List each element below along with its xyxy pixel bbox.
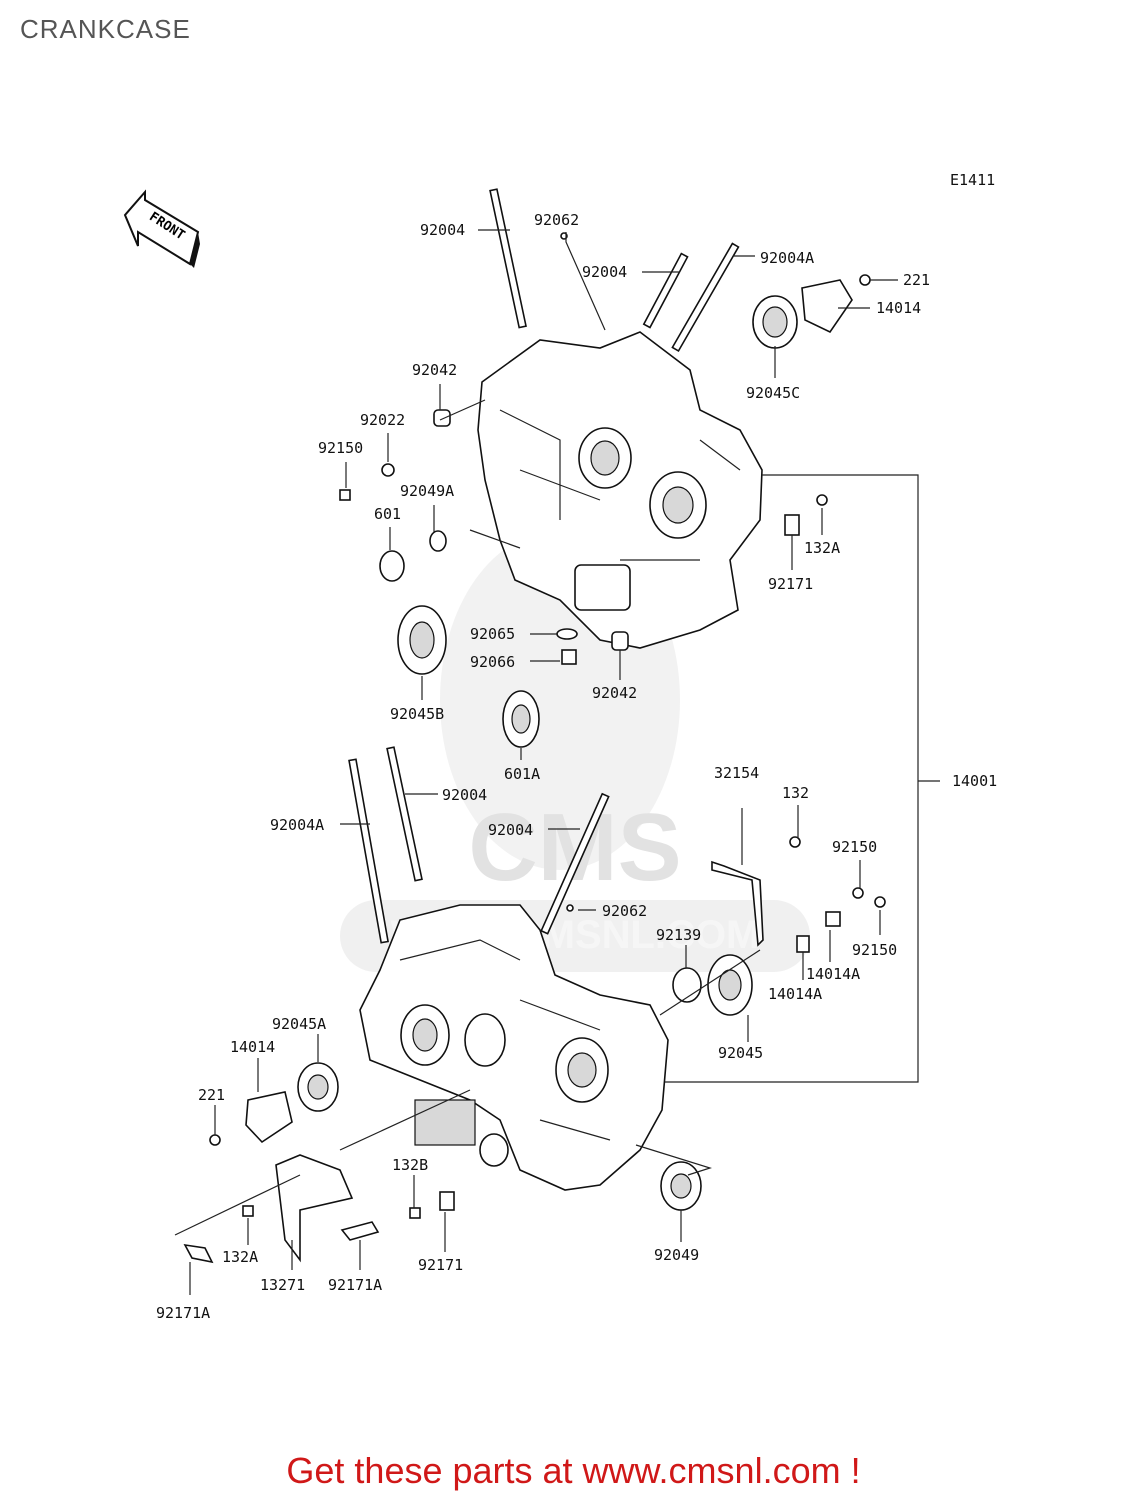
callout-92150: 92150 <box>318 439 363 457</box>
callout-32154: 32154 <box>714 764 759 782</box>
callout-92171a: 92171A <box>156 1304 210 1322</box>
callout-14014: 14014 <box>230 1038 275 1056</box>
callout-92062: 92062 <box>602 902 647 920</box>
callout-92042: 92042 <box>592 684 637 702</box>
leader-lines <box>174 229 940 1295</box>
callout-92150: 92150 <box>852 941 897 959</box>
callout-132a: 132A <box>222 1248 258 1266</box>
front-arrow-icon: FRONT <box>123 189 200 268</box>
callout-92042: 92042 <box>412 361 457 379</box>
callout-92004a: 92004A <box>760 249 814 267</box>
diagram-code: E1411 <box>950 171 995 189</box>
callout-92066: 92066 <box>470 653 515 671</box>
callout-92062: 92062 <box>534 211 579 229</box>
lower-small-parts <box>183 836 886 1264</box>
callout-92171: 92171 <box>418 1256 463 1274</box>
callout-14014a: 14014A <box>806 965 860 983</box>
callout-92049a: 92049A <box>400 482 454 500</box>
callout-92150: 92150 <box>832 838 877 856</box>
upper-small-parts <box>339 232 871 748</box>
callout-92004a: 92004A <box>270 816 324 834</box>
callout-132: 132 <box>782 784 809 802</box>
upper-crankcase-half <box>477 331 763 649</box>
callout-13271: 13271 <box>260 1276 305 1294</box>
callout-601: 601 <box>374 505 401 523</box>
cta-link[interactable]: Get these parts at www.cmsnl.com ! <box>286 1450 861 1491</box>
callout-221: 221 <box>903 271 930 289</box>
callout-92171: 92171 <box>768 575 813 593</box>
callout-14014: 14014 <box>876 299 921 317</box>
callout-92049: 92049 <box>654 1246 699 1264</box>
callout-92004: 92004 <box>488 821 533 839</box>
callout-132b: 132B <box>392 1156 428 1174</box>
callout-14001: 14001 <box>952 772 997 790</box>
callout-92139: 92139 <box>656 926 701 944</box>
callout-92004: 92004 <box>582 263 627 281</box>
callout-labels: 92062 92004 92004 92004A 221 14014 92045… <box>156 211 997 1322</box>
callout-92004: 92004 <box>442 786 487 804</box>
callout-92171a: 92171A <box>328 1276 382 1294</box>
callout-92045c: 92045C <box>746 384 800 402</box>
stud-bolts-lower <box>348 746 610 944</box>
callout-92045b: 92045B <box>390 705 444 723</box>
callout-92004: 92004 <box>420 221 465 239</box>
callout-92045a: 92045A <box>272 1015 326 1033</box>
watermark-logo: CMS <box>468 794 681 901</box>
callout-132a: 132A <box>804 539 840 557</box>
callout-92022: 92022 <box>360 411 405 429</box>
callout-221: 221 <box>198 1086 225 1104</box>
callout-14014a: 14014A <box>768 985 822 1003</box>
parts-diagram: CMS WWW.CMSNL.COM E1411 FRONT <box>123 171 997 1322</box>
callout-92045: 92045 <box>718 1044 763 1062</box>
lower-crankcase-half <box>359 904 669 1191</box>
callout-92065: 92065 <box>470 625 515 643</box>
callout-601a: 601A <box>504 765 540 783</box>
page-title: CRANKCASE <box>20 14 191 44</box>
